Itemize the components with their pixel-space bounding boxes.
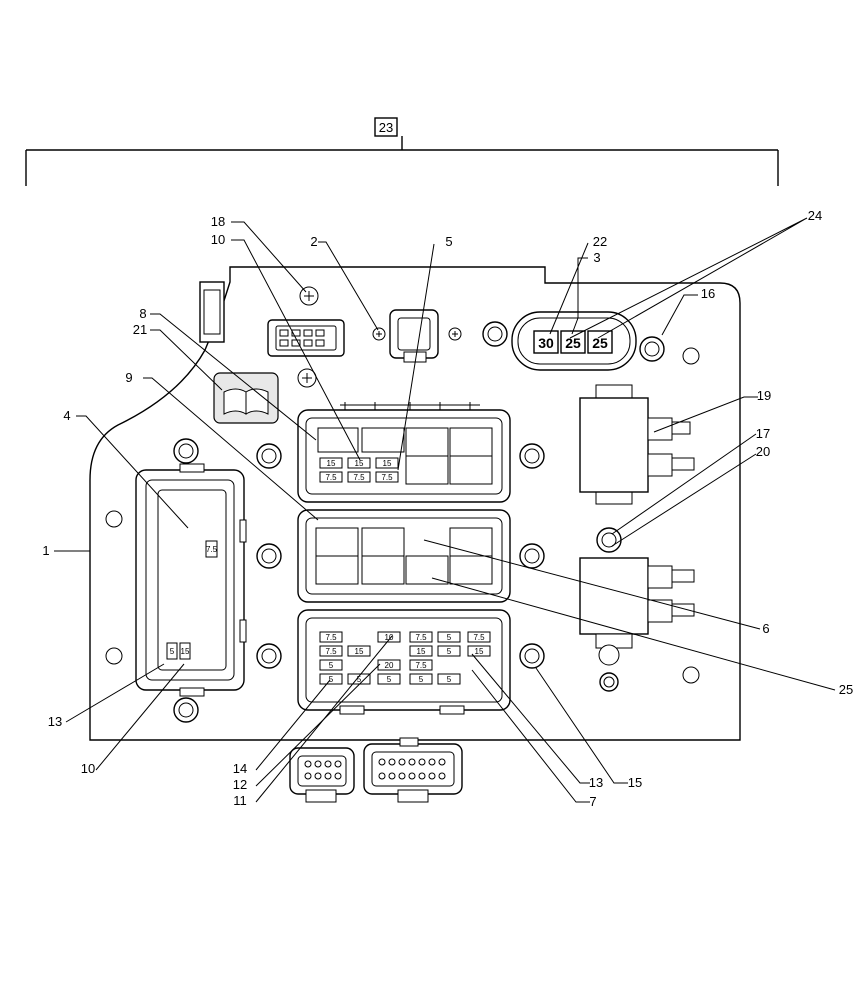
bottom-fuse-r2c3-label: 15 (417, 647, 426, 656)
top-module-fuses: 15 15 15 7.5 7.5 7.5 (319, 457, 399, 483)
callout-15: 15 (628, 775, 642, 790)
callout-6: 6 (762, 621, 769, 636)
callout-24: 24 (808, 208, 822, 223)
callout-3: 3 (593, 250, 600, 265)
left-fuse-3-label: 15 (181, 647, 190, 656)
relay-top (579, 384, 695, 505)
callout-13-left: 13 (48, 714, 62, 729)
top-fuse-5-label: 7.5 (353, 473, 365, 482)
assembly-bracket: 23 (25, 117, 779, 186)
bottom-fuse-r2c2-label: 15 (355, 647, 364, 656)
callout-14: 14 (233, 761, 247, 776)
bottom-fuse-r2c4-label: 5 (447, 647, 452, 656)
left-fuse-box: 7.5 5 15 (135, 463, 247, 697)
top-fuse-1-label: 15 (327, 459, 336, 468)
callout-20: 20 (756, 444, 770, 459)
assembly-label-box (374, 117, 398, 137)
callout-21: 21 (133, 322, 147, 337)
callout-18: 18 (211, 214, 225, 229)
relay-screw (596, 527, 622, 553)
top-fuse-6-label: 7.5 (381, 473, 393, 482)
callout-11: 11 (233, 793, 247, 808)
bottom-fuse-r3c3-label: 20 (385, 661, 394, 670)
center-bottom-module: 7.5 10 7.5 5 7.5 7.5 15 15 5 15 5 20 7.5 (297, 609, 511, 715)
callout-9: 9 (125, 370, 132, 385)
bottom-fuse-r2c5-label: 15 (475, 647, 484, 656)
callout-22: 22 (593, 234, 607, 249)
callout-16: 16 (701, 286, 715, 301)
callout-10-bottom: 10 (81, 761, 95, 776)
callout-17: 17 (756, 426, 770, 441)
callout-2: 2 (310, 234, 317, 249)
manual-icon (213, 372, 279, 424)
bottom-fuse-r4c1-label: 5 (329, 675, 334, 684)
relay-bottom (579, 557, 695, 666)
center-top-module: 15 15 15 7.5 7.5 7.5 (297, 402, 511, 503)
callouts: 18 10 2 5 22 3 24 16 8 21 9 4 1 19 17 20… (42, 208, 853, 809)
leader-lines (54, 217, 836, 803)
callout-12: 12 (233, 777, 247, 792)
maxi-fuse-3-label: 25 (592, 335, 608, 351)
callout-4: 4 (63, 408, 70, 423)
callout-7: 7 (589, 794, 596, 809)
bottom-fuse-r1c1-label: 7.5 (325, 633, 337, 642)
top-fuse-2-label: 15 (355, 459, 364, 468)
left-bracket (199, 281, 225, 343)
bottom-fuse-r4c3-label: 5 (387, 675, 392, 684)
bottom-fuse-r4c5-label: 5 (447, 675, 452, 684)
bottom-module-fuses: 7.5 10 7.5 5 7.5 7.5 15 15 5 15 5 20 7.5 (319, 631, 491, 685)
panel-holes (105, 347, 700, 684)
bottom-fuse-r1c3-label: 7.5 (415, 633, 427, 642)
bottom-fuse-r1c5-label: 7.5 (473, 633, 485, 642)
bottom-fuse-r3c4-label: 7.5 (415, 661, 427, 670)
callout-25: 25 (839, 682, 853, 697)
bottom-fuse-r1c4-label: 5 (447, 633, 452, 642)
top-screws (297, 286, 462, 388)
left-fuse-2-label: 5 (170, 647, 175, 656)
top-fuse-4-label: 7.5 (325, 473, 337, 482)
top-fuse-3-label: 15 (383, 459, 392, 468)
callout-10-top: 10 (211, 232, 225, 247)
assembly-label: 23 (379, 120, 393, 135)
bottom-connector-left (289, 747, 355, 803)
callout-1: 1 (42, 543, 49, 558)
maxi-fuse-2-label: 25 (565, 335, 581, 351)
left-fuse-1-label: 7.5 (206, 545, 218, 554)
bottom-fuse-r3c1-label: 5 (329, 661, 334, 670)
center-middle-module (297, 509, 511, 603)
hex-nuts (173, 321, 665, 723)
top-connector-left (267, 319, 345, 357)
maxi-fuse-holder: 30 25 25 (511, 311, 637, 371)
callout-5: 5 (445, 234, 452, 249)
bottom-connector-right (363, 737, 463, 803)
top-connector-right (389, 309, 439, 363)
bottom-fuse-r4c2-label: 5 (357, 675, 362, 684)
bottom-fuse-r1c2-label: 10 (385, 633, 394, 642)
bottom-fuse-r2c1-label: 7.5 (325, 647, 337, 656)
callout-8: 8 (139, 306, 146, 321)
callout-13-right: 13 (589, 775, 603, 790)
maxi-fuse-1-label: 30 (538, 335, 554, 351)
callout-19: 19 (757, 388, 771, 403)
bottom-fuse-r4c4-label: 5 (419, 675, 424, 684)
